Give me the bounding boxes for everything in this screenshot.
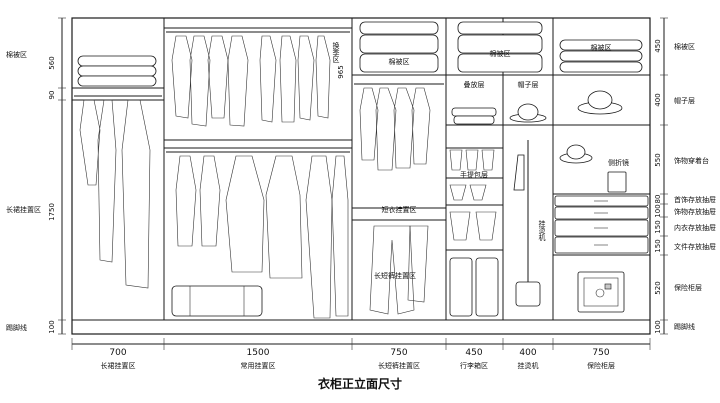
right-dim-quilt: 450	[654, 39, 662, 52]
safe	[577, 271, 625, 313]
quilt-label-3: 棉被区	[591, 43, 612, 52]
short-hang-label: 短衣挂置区	[382, 205, 417, 214]
bottom-label-1: 常用挂置区	[241, 361, 276, 370]
right-dim-jewel: 80	[654, 195, 662, 204]
bottom-dimension-bar: 700 长裙挂置区 1500 常用挂置区 750 长短裤挂置区 450 行李箱区…	[71, 338, 651, 370]
bags-label: 手提包层	[460, 170, 488, 179]
bottom-dim-1: 1500	[247, 348, 270, 358]
bottom-dim-4: 400	[519, 348, 536, 358]
quilt-stacks: 棉被区 棉被区 棉被区	[77, 21, 643, 87]
left-label-kick: 踢脚线	[6, 323, 27, 332]
right-dim-kick: 100	[654, 320, 662, 333]
right-label-safe: 保险柜层	[674, 283, 702, 292]
right-label-quilt: 棉被区	[674, 42, 695, 51]
right-label-jewel: 首饰存放抽屉	[674, 195, 716, 204]
right-dimension-column: 450 棉被区 400 帽子层 550 饰物穿着台 80 首饰存放抽屉 100 …	[654, 17, 716, 335]
right-label-accessory: 饰物穿着台	[674, 156, 709, 165]
bottom-label-4: 挂烫机	[518, 361, 539, 370]
left-label-quilt: 棉被区	[6, 50, 27, 59]
left-dim-long: 1750	[48, 203, 56, 221]
right-dim-accessory-drawer: 100	[654, 204, 662, 217]
mirror	[607, 171, 627, 193]
suitcase-1	[449, 257, 473, 317]
right-label-docs: 文件存放抽屉	[674, 242, 716, 251]
right-dim-underwear: 150	[654, 220, 662, 233]
left-dim-kick: 100	[48, 320, 56, 333]
right-dim-docs: 150	[654, 239, 662, 252]
right-label-underwear: 内衣存放抽屉	[674, 223, 716, 232]
suitcase-horizontal	[171, 285, 263, 317]
right-dim-safe: 520	[654, 281, 662, 294]
bottom-dim-2: 750	[390, 348, 407, 358]
garments: 换季区 965 短衣挂置区 长短裤挂置区 叠放层 手提包层 帽	[79, 35, 629, 319]
bottom-dim-0: 700	[109, 348, 126, 358]
season-dim: 965	[337, 65, 345, 78]
bottom-label-5: 保险柜层	[587, 361, 615, 370]
quilt-label-2: 棉被区	[490, 49, 511, 58]
quilt-label-1: 棉被区	[389, 57, 410, 66]
mirror-label: 侧折镜	[608, 158, 629, 167]
left-label-long: 长裙挂置区	[6, 205, 41, 214]
right-dim-accessory: 550	[654, 153, 662, 166]
suitcase-2	[475, 257, 499, 317]
bottom-dim-5: 750	[592, 348, 609, 358]
hat-layer-label: 帽子层	[518, 80, 539, 89]
left-dim-gap: 90	[48, 91, 56, 100]
folded-label: 叠放层	[464, 80, 485, 89]
steamer-label: 挂烫机	[538, 219, 546, 242]
bottom-label-2: 长短裤挂置区	[378, 361, 420, 370]
season-label: 换季区	[332, 41, 340, 63]
right-dim-hat: 400	[654, 93, 662, 106]
trouser-hang-label: 长短裤挂置区	[374, 271, 416, 280]
bottom-dim-3: 450	[465, 348, 482, 358]
right-label-hat: 帽子层	[674, 96, 695, 105]
wardrobe-frame	[71, 17, 651, 335]
left-dim-quilt: 560	[48, 56, 56, 69]
left-dimension-column: 棉被区 560 90 长裙挂置区 1750 踢脚线 100	[6, 17, 66, 335]
bottom-label-0: 长裙挂置区	[101, 361, 136, 370]
right-label-accessory-drawer: 饰物存放抽屉	[674, 207, 716, 216]
bottom-label-3: 行李箱区	[460, 361, 488, 370]
drawer-stack	[554, 195, 649, 254]
right-label-kick: 踢脚线	[674, 322, 695, 331]
drawing-title: 衣柜正立面尺寸	[318, 376, 402, 391]
